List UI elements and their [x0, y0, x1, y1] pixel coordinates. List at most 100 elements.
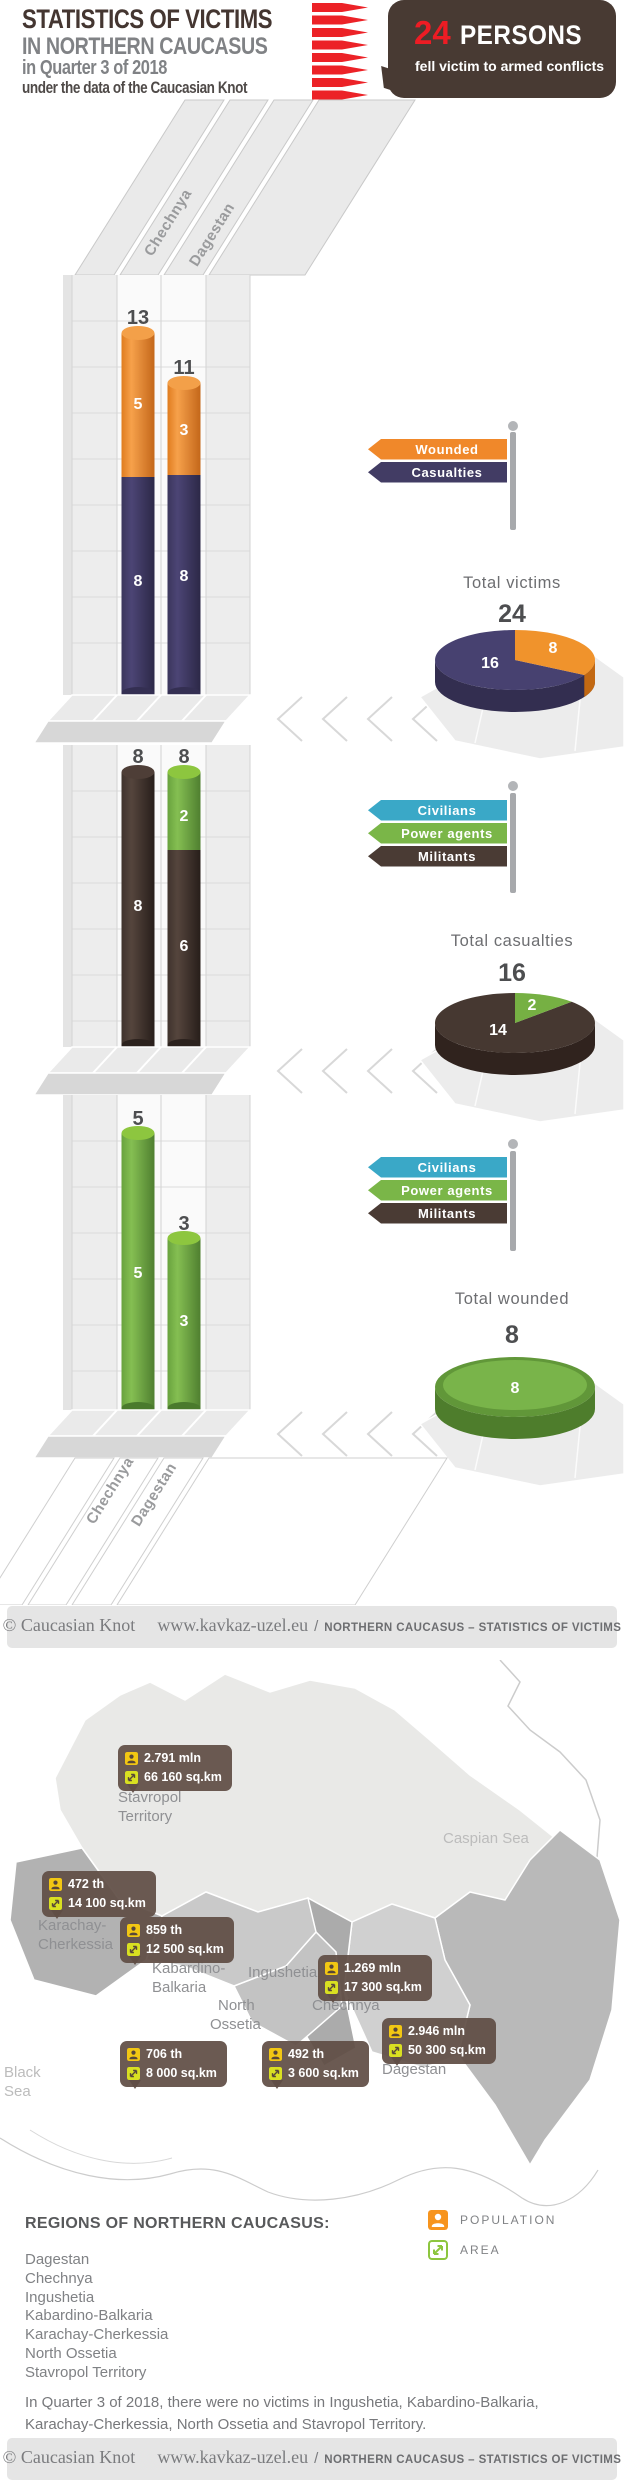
- area-icon: [127, 1942, 140, 1956]
- black-sea-coastline: [0, 2137, 599, 2207]
- population-icon: [325, 1961, 338, 1975]
- region-item: Chechnya: [25, 2269, 93, 2287]
- region-item: Stavropol Territory: [25, 2363, 147, 2381]
- coastline-inner: [29, 2129, 173, 2164]
- population-icon: [127, 2047, 140, 2061]
- legend3-militants: Militants: [418, 1206, 476, 1221]
- bottom-ribbons: Chechnya Dagestan: [0, 1454, 448, 1605]
- bar-chechnya-casualties: 8 8: [121, 746, 155, 1051]
- footer-bar-bottom: © Caucasian Knot www.kavkaz-uzel.eu / NO…: [3, 2438, 621, 2480]
- map-legend: POPULATION AREA: [428, 2210, 556, 2270]
- population-icon: [125, 1751, 138, 1765]
- legend-militants: Militants: [418, 849, 476, 864]
- bar-chechnya-victims: 13 5 8: [121, 307, 155, 699]
- legend-power-agents: Power agents: [401, 826, 493, 841]
- dagestan-population: 2.946 mln: [408, 2024, 465, 2038]
- kabardino-area: 12 500 sq.km: [146, 1941, 224, 1956]
- pie1-wounded-value: 8: [549, 640, 558, 657]
- source-label: under the data of the Caucasian Knot: [22, 79, 248, 97]
- pie3-value: 8: [511, 1380, 520, 1397]
- population-legend-label: POPULATION: [460, 2213, 557, 2227]
- ossetia-label-2: Ossetia: [210, 2016, 262, 2033]
- copyright: © Caucasian Knot: [2, 1615, 136, 1635]
- legend3-civilians: Civilians: [418, 1160, 477, 1175]
- legend-civilians: Civilians: [418, 803, 477, 818]
- area-icon: [269, 2066, 282, 2080]
- population-icon: [49, 1877, 62, 1891]
- ossetia-label-1: North: [218, 1997, 255, 2014]
- bar-dagestan-casualties: 8 2 6: [167, 746, 201, 1051]
- pie1-title: Total victims: [463, 574, 561, 592]
- victims-count: 24: [414, 14, 451, 51]
- separator: /: [314, 2450, 319, 2467]
- stavropol-population: 2.791 mln: [144, 1751, 201, 1765]
- ingushetia-area: 3 600 sq.km: [288, 2065, 359, 2080]
- dagestan-wounded-inner: 3: [180, 1313, 189, 1330]
- dagestan-wounded-value: 3: [180, 422, 189, 439]
- population-icon: [269, 2047, 282, 2061]
- pie1-casualties-value: 16: [481, 655, 499, 672]
- karachay-label-1: Karachay-: [38, 1917, 106, 1934]
- area-icon: [127, 2066, 140, 2080]
- region-item: Ingushetia: [25, 2288, 95, 2306]
- chechnya-wounded-value: 5: [134, 396, 143, 413]
- pie2-title: Total casualties: [451, 932, 573, 950]
- chechnya-casualties-value: 8: [134, 573, 143, 590]
- section1-wall: [63, 275, 251, 695]
- callout-bubble: 24 PERSONS fell victim to armed conflict…: [388, 0, 616, 98]
- page-title: STATISTICS OF VICTIMS: [22, 4, 273, 34]
- chechnya-wounded-inner: 5: [134, 1265, 143, 1282]
- regions-list-title: REGIONS OF NORTHERN CAUCASUS:: [25, 2215, 330, 2232]
- badge-ossetia: 706 th 8 000 sq.km: [120, 2041, 227, 2088]
- kabardino-label-2: Balkaria: [152, 1979, 207, 1996]
- ossetia-population: 706 th: [146, 2047, 183, 2061]
- pie2-militants-value: 14: [489, 1022, 507, 1039]
- dagestan-power-value: 2: [180, 808, 189, 825]
- stavropol-label-2: Territory: [118, 1808, 173, 1825]
- kabardino-label-1: Kabardino-: [152, 1960, 225, 1977]
- black-sea-label-2: Sea: [4, 2083, 31, 2100]
- statistics-chart: Chechnya Dagestan 13 5 8 11 3 8 Wound: [0, 99, 624, 1605]
- dagestan-total-casualties: 8: [178, 746, 189, 768]
- dagestan-casualties-value: 8: [180, 568, 189, 585]
- bullets-icon: [312, 3, 368, 100]
- victims-caption: fell victim to armed conflicts: [415, 58, 605, 74]
- caucasus-map: Caspian Sea Black Sea Stavropol Territor…: [0, 1660, 621, 2207]
- separator: /: [314, 1618, 319, 1635]
- population-icon: [127, 1923, 140, 1937]
- footer-caption: NORTHERN CAUCASUS – STATISTICS OF VICTIM…: [324, 1622, 622, 1634]
- pie-total-victims: Total victims 24 16 8: [435, 574, 596, 712]
- dagestan-militants-value: 6: [180, 938, 189, 955]
- region-item: North Ossetia: [25, 2344, 117, 2362]
- badge-kabardino: 859 th 12 500 sq.km: [120, 1917, 234, 1964]
- section3-wall: [63, 1095, 251, 1410]
- caspian-sea-label: Caspian Sea: [443, 1830, 530, 1847]
- map-section: Caspian Sea Black Sea Stavropol Territor…: [0, 1660, 624, 2210]
- chechnya-total-wounded: 5: [132, 1108, 143, 1130]
- legend-casualties: Casualties: [411, 465, 482, 480]
- area-icon: [125, 1770, 138, 1784]
- badge-ingushetia: 492 th 3 600 sq.km: [262, 2041, 369, 2088]
- dagestan-total-wounded: 3: [178, 1213, 189, 1235]
- kabardino-population: 859 th: [146, 1923, 183, 1937]
- dagestan-area: 50 300 sq.km: [408, 2042, 486, 2057]
- stavropol-label-1: Stavropol: [118, 1789, 181, 1806]
- legend3-power-agents: Power agents: [401, 1183, 493, 1198]
- legend-wounded-breakdown: Civilians Power agents Militants: [368, 1139, 518, 1251]
- pie1-total: 24: [498, 600, 526, 628]
- area-icon: [49, 1896, 62, 1910]
- dagestan-label: Dagestan: [382, 2061, 446, 2078]
- period-label: in Quarter 3 of 2018: [22, 57, 167, 79]
- dagestan-total-victims: 11: [173, 357, 194, 379]
- pie2-total: 16: [498, 959, 526, 987]
- section2-wall: [63, 745, 251, 1047]
- badge-stavropol: 2.791 mln 66 160 sq.km: [118, 1745, 232, 1792]
- chechnya-militants-value: 8: [134, 898, 143, 915]
- pie-total-wounded: Total wounded 8 8: [435, 1290, 595, 1439]
- page-subtitle: IN NORTHERN CAUCASUS: [22, 33, 268, 60]
- region-item: Kabardino-Balkaria: [25, 2307, 153, 2325]
- bar-chechnya-wounded: 5 5: [121, 1108, 155, 1414]
- site-url: www.kavkaz-uzel.eu: [157, 1615, 309, 1635]
- chechnya-total-casualties: 8: [132, 746, 143, 768]
- legend-victims: Wounded Casualties: [368, 421, 518, 530]
